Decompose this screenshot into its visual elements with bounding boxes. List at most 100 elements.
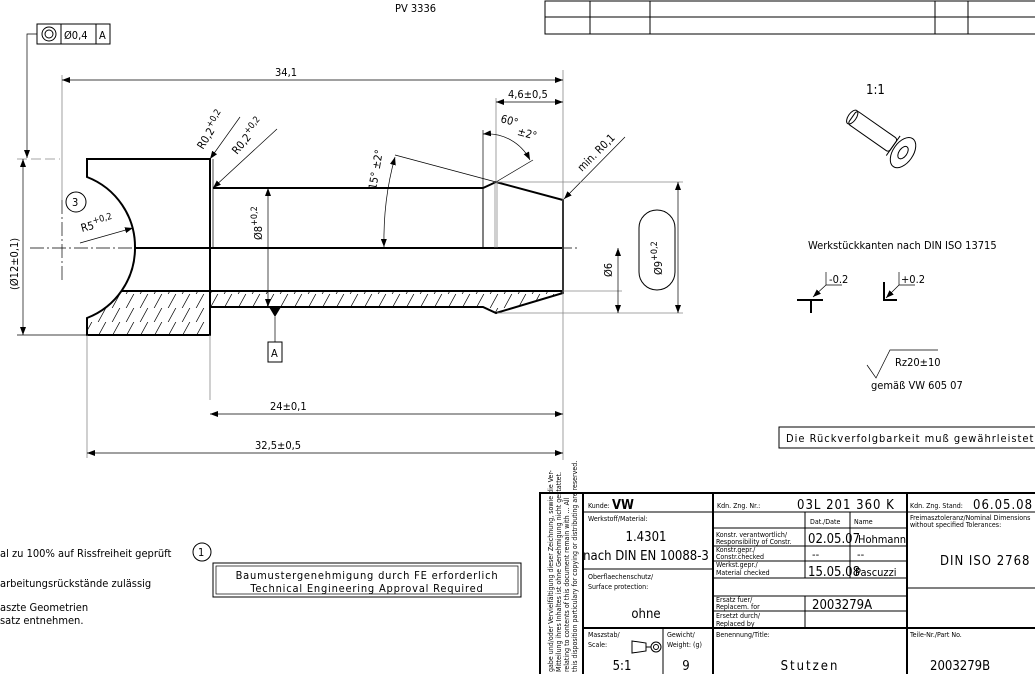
material: 1.4301	[626, 530, 667, 545]
svg-text:--: --	[857, 548, 865, 561]
gdt-feature-frame: Ø0,4 A	[24, 23, 111, 158]
svg-text:Dat./Date: Dat./Date	[810, 518, 840, 526]
svg-text:Kdn. Zng. Nr.:: Kdn. Zng. Nr.:	[717, 502, 760, 510]
dim-diameter-12: (Ø12±0,1)	[8, 238, 21, 290]
svg-text:gemäß VW 605 07: gemäß VW 605 07	[871, 379, 963, 392]
svg-text:Constr.checked: Constr.checked	[716, 553, 764, 561]
dim-length-24: 24±0,1	[270, 400, 307, 413]
approval-box: Baumustergenehmigung durch FE erforderli…	[212, 562, 522, 598]
svg-text:Rz20±10: Rz20±10	[895, 356, 941, 369]
dim-chamfer-length: 4,6±0,5	[508, 88, 548, 101]
svg-text:Freimasztoleranz/Nominal Dimen: Freimasztoleranz/Nominal Dimensions	[910, 514, 1030, 522]
standard-reference: PV 3336	[395, 2, 436, 15]
svg-text:Benennung/Title:: Benennung/Title:	[716, 631, 770, 639]
projection-method-icon	[631, 640, 662, 654]
dim-min-radius: min. R0,1	[575, 131, 618, 174]
dim-diameter-9: Ø9+0,2	[650, 241, 665, 275]
dim-radius-b: R0,2+0,2	[228, 115, 267, 157]
concentricity-icon	[41, 26, 57, 42]
drawing-status-date: 06.05.08	[973, 498, 1033, 513]
svg-text:15.05.08: 15.05.08	[808, 565, 860, 580]
svg-text:Konstr. verantwortlich/: Konstr. verantwortlich/	[716, 531, 788, 539]
svg-text:02.05.07: 02.05.07	[808, 532, 860, 547]
title-block: gabe und/oder Vervielfältigung dieser Ze…	[539, 461, 1035, 674]
traceability-note: Die Rückverfolgbarkeit muß gewährleistet	[786, 432, 1034, 445]
part-section-view	[30, 158, 580, 336]
dim-radius-a: R0,2+0,2	[193, 108, 228, 152]
svg-text:A: A	[271, 347, 278, 360]
callout-3: 3	[65, 191, 87, 213]
svg-text:Mitteilung ihres Inhaltes ist: Mitteilung ihres Inhaltes ist ohne Geneh…	[555, 472, 563, 672]
hatched-section	[87, 291, 563, 335]
svg-text:Replacem. for: Replacem. for	[716, 603, 760, 611]
svg-text:--: --	[812, 548, 820, 561]
datum-a-marker: A	[267, 307, 283, 363]
material-standard: nach DIN EN 10088-3	[583, 549, 709, 564]
svg-text:Pascuzzi: Pascuzzi	[855, 566, 897, 579]
inspection-oval	[638, 209, 676, 291]
svg-text:Weight: (g): Weight: (g)	[667, 641, 702, 649]
svg-text:Name: Name	[854, 518, 873, 526]
edge-symbol-internal: +0.2	[883, 272, 925, 301]
drawing-scale: 5:1	[613, 659, 632, 674]
svg-text:Ersatz fuer/: Ersatz fuer/	[716, 596, 753, 604]
svg-text:Material checked: Material checked	[716, 569, 770, 577]
isometric-part-icon	[846, 109, 917, 169]
callout-1: 1	[192, 542, 212, 562]
svg-text:Replaced by: Replaced by	[716, 620, 755, 628]
svg-text:Werkstoff/Material:: Werkstoff/Material:	[588, 515, 648, 523]
svg-text:gabe und/oder Vervielfältigung: gabe und/oder Vervielfältigung dieser Ze…	[547, 470, 555, 672]
svg-text:this disposition particulary f: this disposition particulary for copying…	[571, 461, 579, 672]
svg-text:Werkst.gepr./: Werkst.gepr./	[716, 561, 758, 569]
svg-text:Gewicht/: Gewicht/	[667, 631, 696, 639]
svg-text:Responsibility of Constr.: Responsibility of Constr.	[716, 538, 792, 546]
edges-standard: Werkstückkanten nach DIN ISO 13715	[808, 239, 997, 252]
gdt-datum: A	[99, 29, 106, 42]
dim-length-32: 32,5±0,5	[255, 439, 301, 452]
dimensions: 34,1 4,6±0,5 60°±2° 15° ±2° R0,2+0,2 R0,…	[8, 66, 683, 460]
svg-text:3: 3	[72, 196, 78, 209]
svg-text:Hohmann: Hohmann	[858, 533, 906, 546]
svg-text:1: 1	[198, 546, 204, 559]
general-tolerance: DIN ISO 2768 m	[940, 554, 1035, 569]
dim-angle-60: 60°±2°	[497, 112, 540, 142]
svg-text:Oberflaechenschutz/: Oberflaechenschutz/	[588, 573, 654, 581]
dim-overall-length: 34,1	[275, 66, 297, 79]
copyright-notice: gabe und/oder Vervielfältigung dieser Ze…	[547, 461, 579, 672]
traceability-box	[778, 426, 1035, 449]
svg-text:Surface protection:: Surface protection:	[588, 583, 648, 591]
gdt-tolerance: Ø0,4	[64, 29, 88, 42]
customer: VW	[612, 498, 634, 513]
dim-diameter-6: Ø6	[602, 263, 615, 277]
svg-text:-0.2: -0.2	[829, 273, 848, 286]
dim-angle-15: 15° ±2°	[366, 149, 386, 191]
svg-text:Kunde:: Kunde:	[588, 502, 610, 510]
view-scale: 1:1	[866, 83, 885, 98]
surface-protection: ohne	[631, 607, 660, 622]
surface-roughness-symbol: Rz20±10 gemäß VW 605 07	[866, 349, 963, 392]
part-number: 2003279B	[930, 659, 990, 674]
note-line: al zu 100% auf Rissfreiheit geprüft	[0, 547, 171, 560]
svg-text:Baumustergenehmigung durch FE: Baumustergenehmigung durch FE erforderli…	[236, 569, 499, 582]
edge-symbol-external: -0.2	[797, 272, 848, 313]
part-title: Stutzen	[781, 659, 840, 674]
svg-text:Teile-Nr./Part No.: Teile-Nr./Part No.	[909, 631, 962, 639]
svg-text:Technical Engineering Approval: Technical Engineering Approval Required	[249, 582, 483, 595]
note-line: aszte Geometrien	[0, 601, 88, 614]
note-line: arbeitungsrückstände zulässig	[0, 577, 151, 590]
general-notes: al zu 100% auf Rissfreiheit geprüft 1 ar…	[0, 542, 522, 627]
svg-text:Kdn. Zng. Stand:: Kdn. Zng. Stand:	[910, 502, 963, 510]
note-line: satz entnehmen.	[0, 614, 83, 627]
svg-text:relating to contents of this d: relating to contents of this document re…	[563, 497, 571, 672]
replaces-part: 2003279A	[812, 598, 872, 613]
dim-diameter-8: Ø8+0,2	[250, 206, 265, 240]
side-notes: 1:1 Werkstückkanten nach DIN ISO 13715 -…	[778, 83, 1035, 449]
svg-text:Scale:: Scale:	[588, 641, 607, 649]
dim-radius-r5: R5+0,2	[79, 212, 115, 235]
svg-text:Konstr.gepr./: Konstr.gepr./	[716, 546, 756, 554]
svg-text:+0.2: +0.2	[901, 273, 925, 286]
svg-text:Maszstab/: Maszstab/	[588, 631, 620, 639]
svg-text:without specified Tolerances:: without specified Tolerances:	[910, 521, 1001, 529]
svg-text:Ersetzt durch/: Ersetzt durch/	[716, 612, 761, 620]
